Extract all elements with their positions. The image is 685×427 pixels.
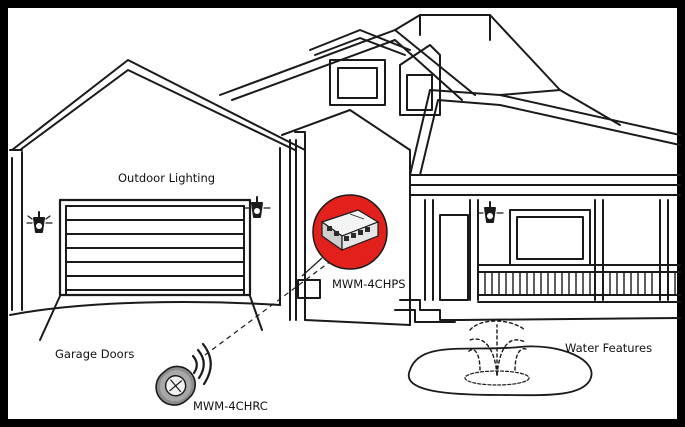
signal-beam xyxy=(205,258,335,355)
frame-corner-bottom-right xyxy=(677,398,685,427)
frame-corner-bottom-left xyxy=(0,402,8,427)
label-hub-model: MWM-4CHPS xyxy=(332,277,406,291)
label-outdoor-lighting: Outdoor Lighting xyxy=(118,171,215,185)
garage xyxy=(10,60,305,340)
main-house xyxy=(220,15,680,325)
porch-railing-balusters xyxy=(485,272,675,295)
porch xyxy=(425,200,680,320)
label-water-features: Water Features xyxy=(565,341,652,355)
wall-light-porch xyxy=(478,202,503,222)
hub-device-callout xyxy=(313,195,387,269)
label-garage-doors: Garage Doors xyxy=(55,347,134,361)
water-feature xyxy=(409,321,592,395)
label-remote-model: MWM-4CHRC xyxy=(193,399,268,413)
wall-light-left xyxy=(27,212,52,232)
